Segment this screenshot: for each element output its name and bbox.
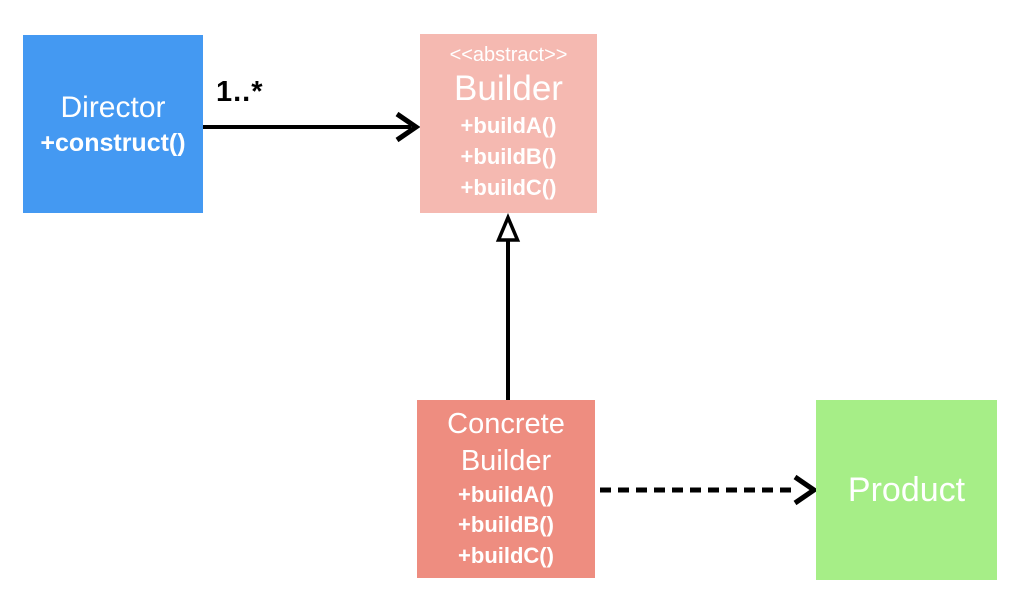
- builder-method-buildC: +buildC(): [460, 174, 557, 200]
- product-class-name: Product: [847, 470, 966, 509]
- inheritance-arrow-concretebuilder-to-builder: [495, 213, 521, 400]
- director-class-name: Director: [60, 90, 166, 124]
- multiplicity-label: 1..*: [216, 76, 264, 108]
- class-node-builder: <<abstract>> Builder +buildA() +buildB()…: [420, 34, 597, 213]
- builder-method-buildA: +buildA(): [460, 113, 557, 139]
- builder-stereotype-abstract: <<abstract>>: [449, 44, 568, 67]
- dependency-arrow-concretebuilder-to-product: [600, 474, 819, 506]
- director-method-construct: +construct(): [40, 128, 186, 157]
- class-node-product: Product: [816, 400, 997, 580]
- concrete-builder-method-buildA: +buildA(): [458, 481, 554, 507]
- concrete-builder-class-name: Concrete Builder: [447, 407, 565, 477]
- builder-method-buildB: +buildB(): [460, 143, 557, 169]
- association-arrow-director-to-builder: [203, 111, 421, 143]
- concrete-builder-method-buildB: +buildB(): [458, 512, 554, 538]
- concrete-builder-method-buildC: +buildC(): [458, 543, 554, 569]
- class-node-concrete-builder: Concrete Builder +buildA() +buildB() +bu…: [417, 400, 595, 578]
- builder-class-name: Builder: [454, 69, 563, 109]
- class-node-director: Director +construct(): [23, 35, 203, 213]
